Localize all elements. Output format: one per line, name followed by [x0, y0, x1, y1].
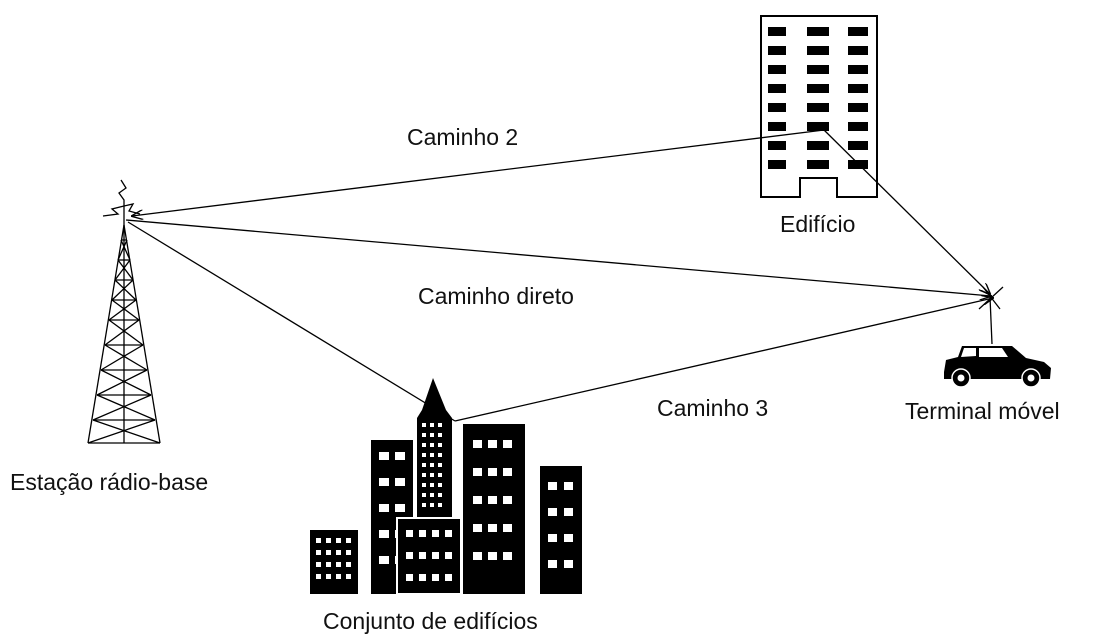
path-2-segment-bounce [132, 129, 825, 216]
car-icon [944, 346, 1051, 388]
label-terminal-movel: Terminal móvel [905, 398, 1060, 424]
label-caminho-2: Caminho 2 [407, 124, 518, 150]
label-caminho-3: Caminho 3 [657, 395, 768, 421]
label-caminho-direto: Caminho direto [418, 283, 574, 309]
label-estacao-radio-base: Estação rádio-base [10, 469, 208, 495]
path-2-segment-arrival [823, 129, 990, 294]
propagation-paths [125, 129, 993, 422]
signal-bolt-icon [102, 179, 141, 225]
label-conjunto-de-edificios: Conjunto de edifícios [323, 608, 538, 634]
label-edificio: Edifício [780, 211, 855, 237]
path-3-segment-incoming [127, 221, 456, 422]
building-icon [760, 15, 878, 198]
city-buildings-icon [310, 378, 582, 595]
path-direct [125, 219, 991, 296]
path-3-segment-reflected [454, 298, 993, 422]
radio-tower-icon [87, 224, 161, 444]
